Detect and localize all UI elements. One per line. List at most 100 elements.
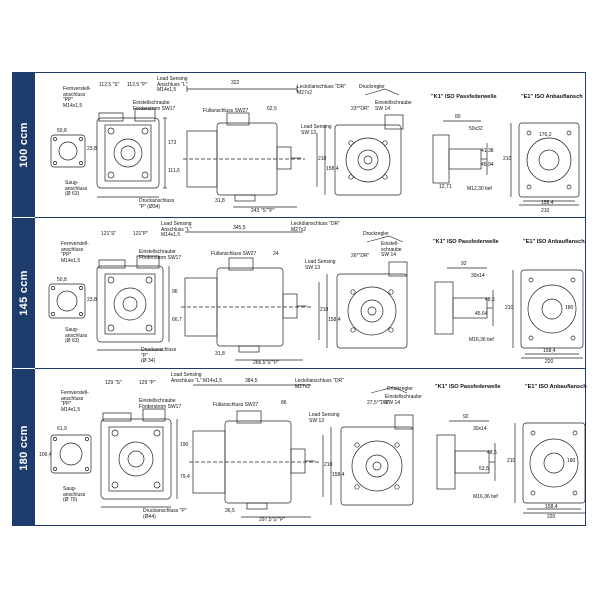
dim: 30x14 <box>471 273 485 279</box>
title-flange-e1: "E1" ISO Anbauflansch <box>521 94 583 100</box>
pump-drawing-145 <box>48 231 584 361</box>
dim: 50x32 <box>469 126 483 132</box>
dim: 190 <box>180 442 189 448</box>
shaft-k1-view <box>436 420 496 490</box>
label-pressure-port: Druckanschluss "P"(Ø44) <box>143 508 187 520</box>
label-remote-port: Fernverstell-anschluss"PP"M14x1,5 <box>61 241 89 264</box>
drawing-sheet: 100 ccm 145 ccm 180 ccm <box>12 72 587 526</box>
dim: 31,8 <box>215 351 225 357</box>
pump-end-view <box>322 386 414 506</box>
label-fill-port: Füllanschluss SW27 <box>213 402 259 408</box>
label-suction-port: Saug-anschluss(Ø 63) <box>65 327 88 345</box>
label-remote-port: Fernverstell-anschluss"PP"M14x1,5 <box>61 390 89 413</box>
title-shaft-k1: "K1" ISO Passfederwelle <box>433 239 499 245</box>
dim: 66,7 <box>172 317 182 323</box>
label-thread: M12,30 tief <box>467 186 492 192</box>
dim: 173 <box>168 140 177 146</box>
dim: 112,5 "P" <box>127 82 148 88</box>
suction-flange-view <box>50 134 86 168</box>
dim: 210 <box>320 307 329 313</box>
dim: 220 <box>547 514 556 520</box>
pump-side-view <box>189 384 319 518</box>
dim: 23,8 <box>87 146 97 152</box>
flange-e1-view <box>510 122 580 206</box>
dim: 210 <box>324 462 333 468</box>
dim: 79,4 <box>180 474 190 480</box>
dim: 158,4 <box>545 504 558 510</box>
title-shaft-k1: "K1" ISO Passfederwelle <box>435 384 501 390</box>
pump-front-view <box>96 108 167 198</box>
dim: 220 <box>545 359 554 365</box>
dim-dr-angle: 23°"DR" <box>351 106 370 112</box>
label-pressure-port: Druckanschluss"P" (Ø34) <box>139 198 175 210</box>
dim: 112,5 "S" <box>99 82 120 88</box>
label-thread: M16,36 tief <box>469 337 494 343</box>
dim: 48,5 <box>487 450 497 456</box>
label-regulator: Druckregler <box>387 386 413 392</box>
dim: 180 <box>567 458 576 464</box>
dim: 45,64 <box>475 311 488 317</box>
pump-side-view <box>181 231 311 361</box>
dim: 50,8 <box>57 128 67 134</box>
dim: 36,5 <box>225 508 235 514</box>
shaft-k1-view <box>434 267 494 335</box>
size-band-180: 180 ccm <box>13 369 35 526</box>
dim: 158,4 <box>328 317 341 323</box>
dim: 24 <box>273 251 279 257</box>
dim: 92 <box>463 414 469 420</box>
dim: 266,5"S""P" <box>253 360 280 366</box>
pump-side-view <box>183 86 305 208</box>
pump-drawing-180 <box>50 384 586 518</box>
dim: 243 "S""P" <box>251 208 275 214</box>
dim: 158,4 <box>332 472 345 478</box>
dim: 158,4 <box>543 348 556 354</box>
label-drain-port: Leckölanschluss "DR"M27x2 <box>297 84 346 96</box>
dim: 210 <box>503 156 512 162</box>
label-regulator: Druckregler <box>359 84 385 90</box>
label-fill-port: Füllanschluss SW27 <box>211 251 257 257</box>
dim: 111,6 <box>168 168 180 174</box>
label-suction-port: Saug-anschluss(Ø 63) <box>65 180 88 198</box>
dim: 106,4 <box>39 452 52 458</box>
dim: 31,8 <box>215 198 225 204</box>
title-flange-e1: "E1" ISO Anbauflansch <box>525 384 587 390</box>
dim: 48,5 <box>485 297 495 303</box>
flange-e1-view <box>514 422 586 514</box>
pump-front-view <box>96 255 170 351</box>
pump-end-view <box>318 235 408 349</box>
dim: 176,2 <box>539 132 552 138</box>
dim: 121"S" <box>101 231 117 237</box>
dim: 210 <box>507 458 516 464</box>
dim: 61,9 <box>57 426 67 432</box>
dim: 23,8 <box>87 297 97 303</box>
dim-dr-angle: 26°"DR" <box>351 253 370 259</box>
dim: 62,5 <box>267 106 277 112</box>
dim: 30x14 <box>473 426 487 432</box>
dim: 96 <box>172 289 178 295</box>
pump-end-view <box>316 88 404 196</box>
size-band-100: 100 ccm <box>13 73 35 217</box>
section-145-ccm: Fernverstell-anschluss"PP"M14x1,5 Saug-a… <box>35 218 585 369</box>
label-remote-port: Fernverstell-anschluss"PP"M14x1,5 <box>63 86 91 109</box>
dim: 41,38 <box>481 148 494 154</box>
suction-flange-view <box>50 434 92 474</box>
dim: 158,4 <box>541 200 554 206</box>
dim: 158,4 <box>326 166 339 172</box>
dim: 12,71 <box>439 184 452 190</box>
label-suction-port: Saug-anschluss(Ø 76) <box>63 486 86 504</box>
label-drain-port: Leckölanschluss "DR"M27x2 <box>291 221 340 233</box>
pump-drawing-100 <box>50 86 580 208</box>
label-fill-port: Füllanschluss SW27 <box>203 108 249 114</box>
title-flange-e1: "E1" ISO Anbauflansch <box>523 239 585 245</box>
size-band-145: 145 ccm <box>13 218 35 368</box>
